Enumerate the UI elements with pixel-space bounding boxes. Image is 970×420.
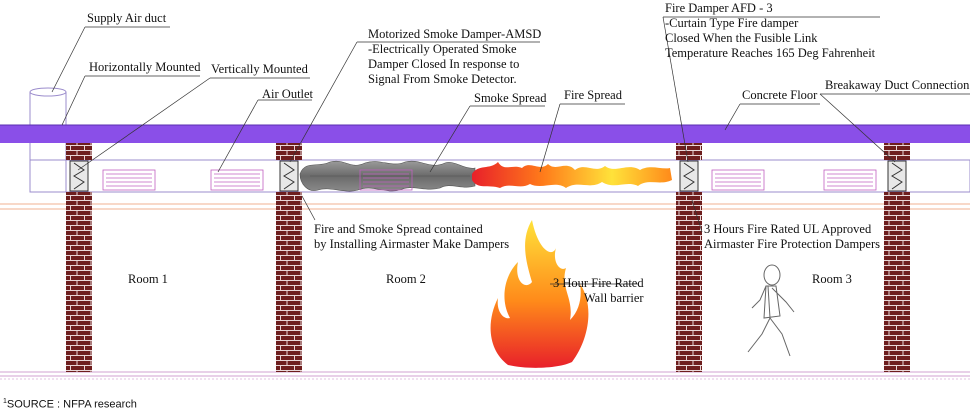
wall-4-lower bbox=[884, 192, 910, 372]
label-fire-smoke-contained: Fire and Smoke Spread contained by Insta… bbox=[314, 222, 510, 251]
label-vertically-mounted: Vertically Mounted bbox=[211, 62, 308, 76]
wall-3-lower bbox=[676, 192, 702, 372]
label-supply-air-duct: Supply Air duct bbox=[87, 11, 167, 25]
air-outlet-3 bbox=[359, 169, 413, 191]
label-room-1: Room 1 bbox=[128, 272, 168, 286]
air-outlet-4 bbox=[711, 169, 765, 191]
wall-1-lower bbox=[66, 192, 92, 372]
fire-in-duct bbox=[472, 162, 672, 188]
source-text: SOURCE : NFPA research bbox=[6, 398, 137, 411]
source-note: 1SOURCE : NFPA research bbox=[3, 398, 137, 411]
wall-4-upper bbox=[884, 143, 910, 160]
air-outlet-1 bbox=[102, 169, 156, 191]
person-figure bbox=[747, 264, 795, 357]
label-room-3: Room 3 bbox=[812, 272, 852, 286]
air-outlet-5 bbox=[823, 169, 877, 191]
label-room-2: Room 2 bbox=[386, 272, 426, 286]
label-wall-barrier: 3 Hour Fire Rated Wall barrier bbox=[553, 276, 644, 305]
floor-lines bbox=[0, 203, 970, 380]
label-fire-damper-afd3: Fire Damper AFD - 3 -Curtain Type Fire d… bbox=[665, 1, 876, 60]
label-air-outlet: Air Outlet bbox=[262, 87, 314, 101]
wall-2-upper bbox=[276, 143, 302, 160]
fire-damper-afd3 bbox=[679, 160, 699, 192]
fire-damper-wall-1 bbox=[69, 160, 89, 192]
air-outlet-grilles bbox=[102, 169, 877, 191]
wall-1-upper bbox=[66, 143, 92, 160]
label-smoke-spread: Smoke Spread bbox=[474, 91, 547, 105]
brick-walls bbox=[66, 143, 910, 372]
label-horizontally-mounted: Horizontally Mounted bbox=[89, 60, 201, 74]
wall-2-lower bbox=[276, 192, 302, 372]
label-concrete-floor: Concrete Floor bbox=[742, 88, 818, 102]
label-breakaway-duct-connection: Breakaway Duct Connection bbox=[825, 78, 970, 92]
fire-damper-wall-4 bbox=[887, 160, 907, 192]
label-fire-spread: Fire Spread bbox=[564, 88, 622, 102]
label-fire-rated-dampers: 3 Hours Fire Rated UL Approved Airmaster… bbox=[704, 222, 880, 251]
concrete-floor-slab bbox=[0, 125, 970, 143]
label-motorized-smoke-damper: Motorized Smoke Damper-AMSD -Electricall… bbox=[368, 27, 542, 86]
smoke-damper-wall-2 bbox=[279, 160, 299, 192]
source-footnote-mark: 1 bbox=[3, 398, 7, 405]
air-outlet-2 bbox=[210, 169, 264, 191]
room-fire-flame bbox=[490, 220, 589, 368]
wall-3-upper bbox=[676, 143, 702, 160]
leader-lines bbox=[51, 16, 970, 285]
dampers bbox=[69, 160, 907, 192]
